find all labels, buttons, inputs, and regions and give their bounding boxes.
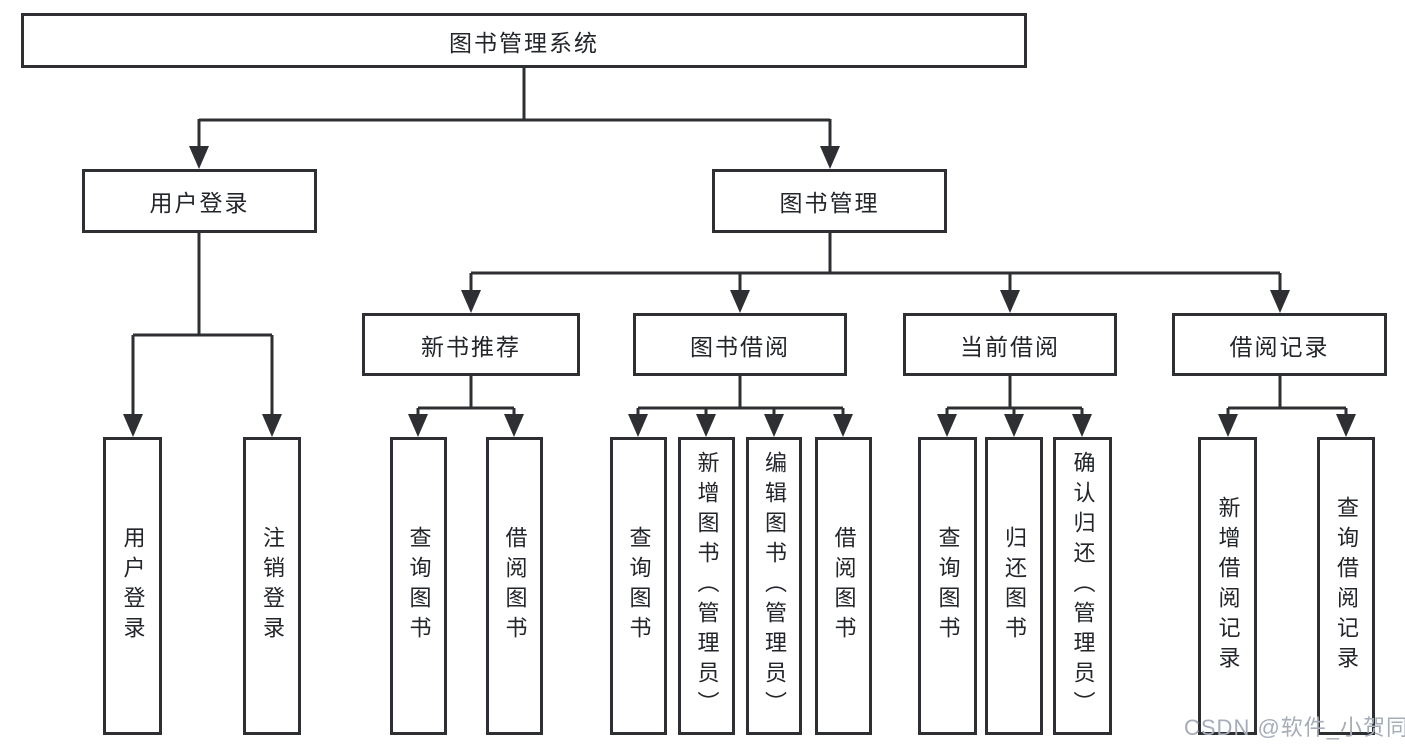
node-label: 借阅图书 (831, 526, 857, 646)
connector-current-borrow-branch (945, 374, 1084, 416)
node-label: 图书管理系统 (449, 29, 599, 56)
node-book-management: 图书管理 (712, 169, 947, 233)
node-label: 用户登录 (120, 526, 146, 646)
node-label: 新书推荐 (421, 333, 521, 360)
arrowhead (628, 414, 648, 437)
arrowheads (123, 146, 1356, 437)
leaf-edit-book-admin: 编辑图书（管理员） (746, 437, 802, 735)
leaf-confirm-return-admin: 确认归还（管理员） (1053, 437, 1112, 735)
node-label: 图书借阅 (690, 333, 790, 360)
leaf-query-books-2: 查询图书 (610, 437, 667, 735)
node-label: 借阅记录 (1229, 333, 1330, 360)
arrowhead (696, 414, 716, 437)
node-label: 查询图书 (935, 526, 961, 646)
node-label: 查询图书 (626, 526, 652, 646)
node-book-borrow: 图书借阅 (633, 313, 847, 376)
leaf-query-borrow-record: 查询借阅记录 (1317, 437, 1375, 735)
leaf-user-login: 用户登录 (103, 437, 162, 735)
arrowhead (730, 290, 750, 313)
arrowhead (1072, 414, 1092, 437)
node-label: 查询借阅记录 (1334, 496, 1359, 676)
connector-book-management-branch (469, 231, 1282, 292)
node-label: 当前借阅 (960, 333, 1060, 360)
leaf-query-books-1: 查询图书 (390, 437, 447, 735)
connector-user-login-branch (131, 231, 274, 416)
connector-book-borrow-branch (636, 374, 845, 416)
leaf-add-book-admin: 新增图书（管理员） (678, 437, 735, 735)
arrowhead (504, 414, 524, 437)
arrowhead (833, 414, 853, 437)
node-label: 归还图书 (1002, 526, 1027, 646)
leaf-query-books-3: 查询图书 (918, 437, 977, 735)
arrowhead (461, 290, 481, 313)
connector-new-book-recommend-branch (416, 374, 516, 416)
arrowhead (937, 414, 957, 437)
leaf-return-book: 归还图书 (985, 437, 1043, 735)
leaf-add-borrow-record: 新增借阅记录 (1198, 437, 1257, 735)
leaf-logout: 注销登录 (243, 437, 301, 735)
node-label: 新增图书（管理员） (694, 451, 720, 721)
node-new-book-recommend: 新书推荐 (362, 313, 580, 376)
node-label: 新增借阅记录 (1215, 496, 1241, 676)
node-label: 用户登录 (149, 190, 250, 216)
arrowhead (764, 414, 784, 437)
node-label: 查询图书 (406, 526, 432, 646)
arrowhead (1218, 414, 1238, 437)
node-label: 确认归还（管理员） (1070, 451, 1096, 721)
arrowhead (262, 414, 282, 437)
connector-borrow-records-branch (1226, 374, 1348, 416)
leaf-borrow-books-2: 借阅图书 (815, 437, 872, 735)
node-borrow-records: 借阅记录 (1172, 313, 1387, 376)
node-label: 借阅图书 (502, 526, 528, 646)
arrowhead (123, 414, 143, 437)
node-current-borrow: 当前借阅 (903, 313, 1117, 376)
leaf-borrow-books-1: 借阅图书 (486, 437, 543, 735)
connector-root-to-level2 (197, 66, 832, 148)
node-label: 注销登录 (260, 526, 285, 646)
arrowhead (1270, 290, 1290, 313)
node-library-system: 图书管理系统 (21, 13, 1027, 68)
arrowhead (1000, 290, 1020, 313)
node-user-login: 用户登录 (82, 169, 317, 233)
arrowhead (189, 146, 209, 169)
node-label: 图书管理 (779, 190, 880, 216)
arrowhead (1336, 414, 1356, 437)
arrowhead (820, 146, 840, 169)
arrowhead (408, 414, 428, 437)
node-label: 编辑图书（管理员） (762, 451, 787, 721)
arrowhead (1004, 414, 1024, 437)
csdn-watermark: CSDN @软件_小贺同学 (1184, 715, 1405, 740)
